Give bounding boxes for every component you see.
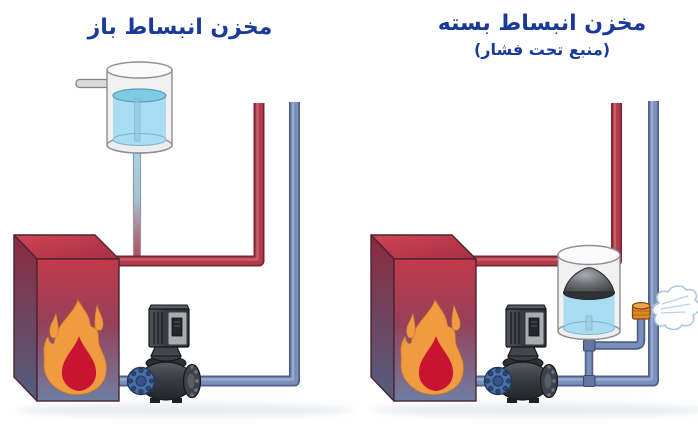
- safety-valve-branch-pipe: [582, 318, 646, 388]
- overflow-pipe: [75, 78, 110, 89]
- steam-cloud: [649, 285, 698, 331]
- return-pipe: [469, 101, 659, 387]
- pipe-tee-junction: [582, 374, 596, 388]
- steam-inner-lines: [660, 295, 691, 314]
- right-diagram-subtitle: (منبع تحت فشار): [473, 40, 611, 59]
- hot-supply-pipe: [469, 103, 622, 267]
- boiler: [370, 234, 477, 402]
- expansion-drop-pipe: [132, 143, 142, 264]
- safety-valve: [631, 301, 651, 320]
- left-ground-shadow: [17, 403, 353, 417]
- right-diagram-title: مخزن انبساط بسته: [437, 11, 647, 36]
- circulator-pump: [483, 304, 559, 404]
- right-ground-shadow: [372, 403, 698, 417]
- circulator-pump: [126, 304, 202, 404]
- diaphragm-membrane: [563, 267, 615, 300]
- closed-expansion-tank: [557, 244, 621, 341]
- tank-water: [112, 88, 167, 146]
- boiler: [13, 234, 120, 402]
- pipe-tee-junction: [582, 339, 596, 352]
- left-diagram-open-system: [13, 61, 300, 404]
- hot-supply-pipe: [112, 103, 265, 267]
- left-diagram-title: مخزن انبساط باز: [87, 15, 273, 40]
- open-expansion-tank: [75, 61, 173, 154]
- right-diagram-closed-system: [370, 101, 698, 404]
